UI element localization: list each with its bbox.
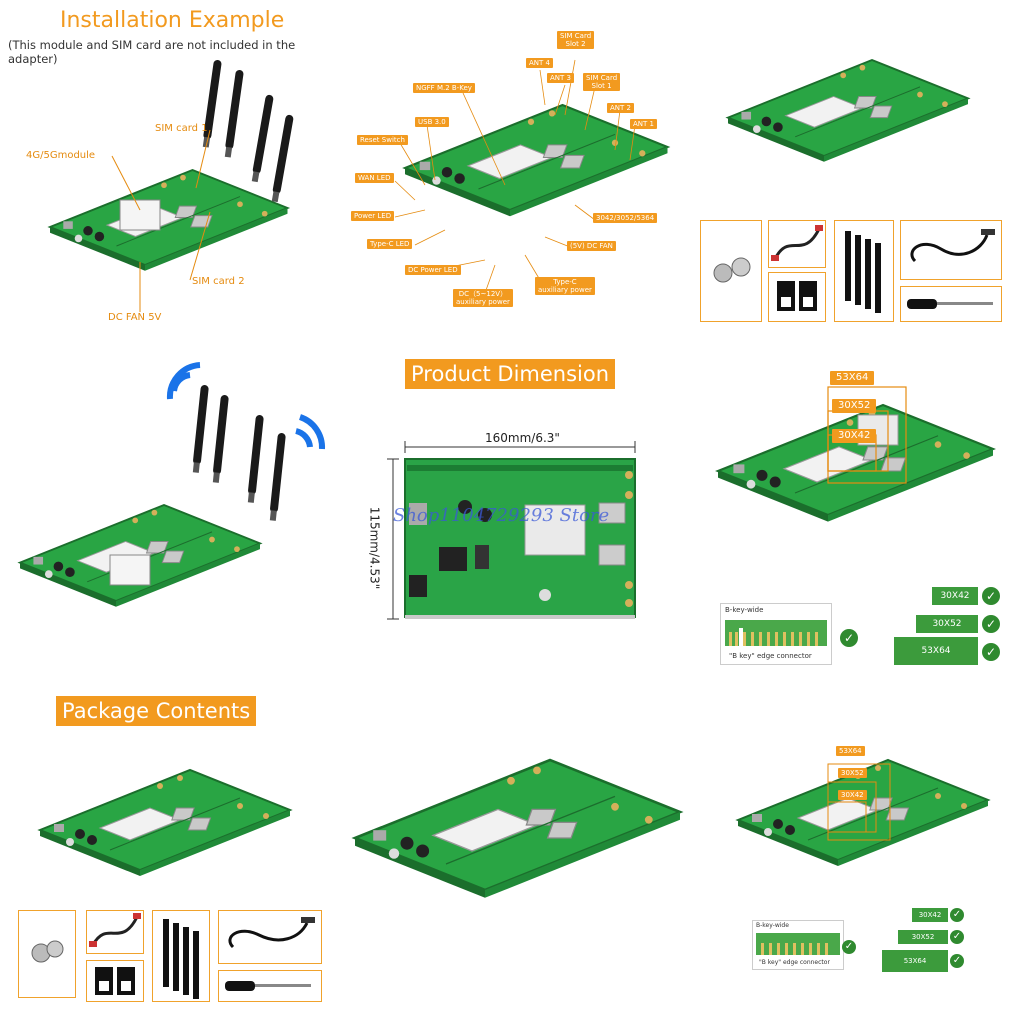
accessory-screwdriver <box>900 286 1002 322</box>
accessory-screws <box>700 220 762 322</box>
signal-icon-left <box>166 362 201 400</box>
panel-module-sizes-small: 53X64 30X52 30X42 B-key-wide "B key" edg… <box>698 730 1024 1024</box>
package-sim-adapters <box>86 960 144 1002</box>
b-key-connector: B-key-wide "B key" edge connector <box>720 603 832 665</box>
sizes-small-board-image <box>737 759 989 867</box>
dimension-height-label: 115mm/4.53" <box>367 506 382 590</box>
package-contents-banner: Package Contents <box>56 696 257 726</box>
package-cable <box>86 910 144 954</box>
accessory-usb-cable <box>900 220 1002 280</box>
board-signal-image <box>19 362 326 608</box>
tag-sim-card-slot-1: SIM Card Slot 1 <box>583 73 621 91</box>
check-icon: ✓ <box>982 587 1000 605</box>
label-sim-card-1: SIM card 1 <box>155 123 208 134</box>
dimension-banner: Product Dimension <box>405 359 616 389</box>
b-key-caption-2: "B key" edge connector <box>759 959 830 966</box>
tag-sim-card-slot-2: SIM Card Slot 2 <box>557 31 595 49</box>
label-dc-fan: DC FAN 5V <box>108 312 162 323</box>
b-key-connector-small: B-key-wide "B key" edge connector <box>752 920 844 970</box>
tag-ant-2: ANT 2 <box>607 103 634 113</box>
panel-module-sizes: 53X64 30X52 30X42 B-key-wide "B key" edg… <box>698 345 1024 675</box>
panel-board-accessories <box>698 30 1018 330</box>
check-icon: ✓ <box>950 954 964 968</box>
label-sim-card-2: SIM card 2 <box>192 276 245 287</box>
tag-dc-aux-power: DC（5~12V） auxiliary power <box>453 289 513 307</box>
tag-sizes: 3042/3052/5364 <box>593 213 658 223</box>
accessory-antennas <box>834 220 894 322</box>
size-pill-30x52-small: 30X52 <box>898 930 948 944</box>
panel-large-board <box>345 730 685 1024</box>
tag-30x52: 30X52 <box>832 399 877 413</box>
accessory-sim-adapters <box>768 272 826 322</box>
tag-reset-switch: Reset Switch <box>357 135 408 145</box>
tag-53x64: 53X64 <box>830 371 875 385</box>
labeled-board-image <box>394 59 669 294</box>
b-key-caption: "B key" edge connector <box>729 652 812 660</box>
package-usb-cable <box>218 910 322 964</box>
package-antennas <box>152 910 210 1002</box>
dimension-width-label: 160mm/6.3" <box>485 431 560 445</box>
tag-ant-4: ANT 4 <box>526 58 553 68</box>
store-watermark: Shop1104729293 Store <box>393 505 610 526</box>
tag-ant-3: ANT 3 <box>547 73 574 83</box>
label-4g5g-module: 4G/5Gmodule <box>26 150 96 161</box>
panel-package-contents: Package Contents <box>0 690 340 1024</box>
panel-installation-example: Installation Example (This module and SI… <box>0 0 340 330</box>
check-icon: ✓ <box>842 940 856 954</box>
tag-5v-dc-fan: (5V) DC FAN <box>567 241 616 251</box>
tag-30x42: 30X42 <box>832 429 877 443</box>
installation-title: Installation Example <box>60 8 285 33</box>
size-pill-30x42: 30X42 <box>932 587 978 605</box>
check-icon: ✓ <box>840 629 858 647</box>
package-board-image <box>39 769 291 877</box>
size-pill-30x42-small: 30X42 <box>912 908 948 922</box>
panel-board-signal <box>0 345 340 675</box>
tag-dc-power-led: DC Power LED <box>405 265 461 275</box>
check-icon: ✓ <box>950 930 964 944</box>
tag-typec-aux-power: Type-C auxiliary power <box>535 277 595 295</box>
size-pill-30x52: 30X52 <box>916 615 978 633</box>
tag-53x64-small: 53X64 <box>836 746 865 756</box>
panel-labeled-board: SIM Card Slot 2 ANT 4 ANT 3 SIM Card Slo… <box>345 25 685 330</box>
tag-typec-led: Type-C LED <box>367 239 413 249</box>
tag-wan-led: WAN LED <box>355 173 394 183</box>
tag-power-led: Power LED <box>351 211 395 221</box>
package-screwdriver <box>218 970 322 1002</box>
tag-ant-1: ANT 1 <box>630 119 657 129</box>
check-icon: ✓ <box>982 615 1000 633</box>
board-top-image <box>727 59 969 163</box>
check-icon: ✓ <box>950 908 964 922</box>
accessory-cable <box>768 220 826 268</box>
tag-ngff: NGFF M.2 B-Key <box>413 83 475 93</box>
installation-subtitle: (This module and SIM card are not includ… <box>8 38 296 66</box>
b-key-small-caption: B-key-wide <box>725 606 764 614</box>
dimension-board-image <box>387 441 636 620</box>
b-key-small-caption-2: B-key-wide <box>756 922 789 929</box>
large-board-image <box>353 758 682 900</box>
tag-30x42-small: 30X42 <box>838 790 867 800</box>
panel-product-dimension: Product Dimension 160mm/6.3" 115mm/4.53"… <box>345 345 685 675</box>
tag-30x52-small: 30X52 <box>838 768 867 778</box>
size-pill-53x64: 53X64 <box>894 637 978 665</box>
package-screws <box>18 910 76 998</box>
check-icon: ✓ <box>982 643 1000 661</box>
signal-icon-right <box>295 414 326 450</box>
tag-usb-3: USB 3.0 <box>415 117 449 127</box>
installation-board-image <box>49 59 294 312</box>
size-pill-53x64-small: 53X64 <box>882 950 948 972</box>
